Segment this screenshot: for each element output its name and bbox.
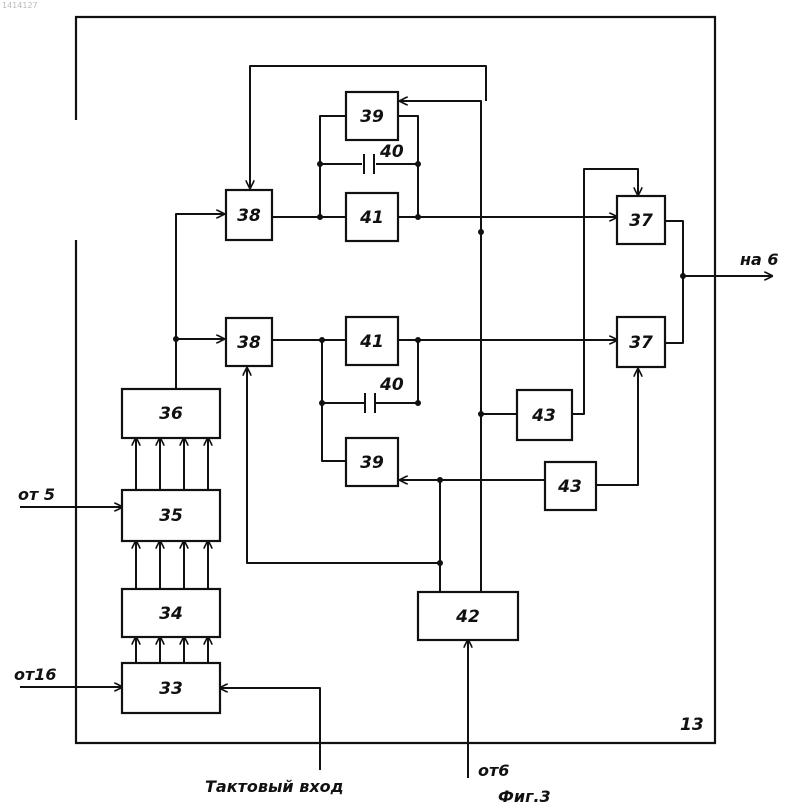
- input-label-from-16: от16: [14, 665, 57, 684]
- svg-text:38: 38: [237, 206, 261, 226]
- figure-caption: Фиг.3: [498, 787, 551, 806]
- svg-text:39: 39: [360, 107, 384, 127]
- block-37-top: 37: [617, 196, 665, 244]
- block-39-top: 39: [346, 92, 398, 140]
- capacitor-40-bottom: [365, 393, 375, 413]
- corner-mark: 1414127: [2, 1, 38, 10]
- block-36: 36: [122, 389, 220, 438]
- capacitor-40-top: [364, 154, 374, 174]
- label-40-top: 40: [379, 142, 404, 162]
- block-42: 42: [418, 592, 518, 640]
- clock-input-label: Тактовый вход: [205, 777, 344, 796]
- svg-text:38: 38: [237, 333, 261, 353]
- svg-text:37: 37: [629, 333, 653, 353]
- input-label-from-6: от6: [478, 761, 509, 780]
- input-label-from-5: от 5: [18, 485, 55, 504]
- block-34: 34: [122, 589, 220, 637]
- frame-label: 13: [680, 715, 704, 735]
- block-39-bottom: 39: [346, 438, 398, 486]
- svg-text:43: 43: [557, 477, 582, 497]
- block-33: 33: [122, 663, 220, 713]
- svg-text:36: 36: [159, 404, 183, 424]
- block-41-bottom: 41: [346, 317, 398, 365]
- svg-text:35: 35: [159, 506, 183, 526]
- block-37-bottom: 37: [617, 317, 665, 367]
- svg-text:34: 34: [159, 604, 183, 624]
- output-label-to-6: на 6: [740, 250, 779, 269]
- svg-text:41: 41: [359, 208, 384, 228]
- svg-text:43: 43: [531, 406, 556, 426]
- block-38-top: 38: [226, 190, 272, 240]
- block-35: 35: [122, 490, 220, 541]
- label-40-bottom: 40: [379, 375, 404, 395]
- svg-text:41: 41: [359, 332, 384, 352]
- svg-text:42: 42: [455, 607, 480, 627]
- block-38-bottom: 38: [226, 318, 272, 366]
- svg-text:39: 39: [360, 453, 384, 473]
- block-43-top: 43: [517, 390, 572, 440]
- block-41-top: 41: [346, 193, 398, 241]
- svg-text:33: 33: [159, 679, 183, 699]
- svg-text:37: 37: [629, 211, 653, 231]
- block-43-bottom: 43: [545, 462, 596, 510]
